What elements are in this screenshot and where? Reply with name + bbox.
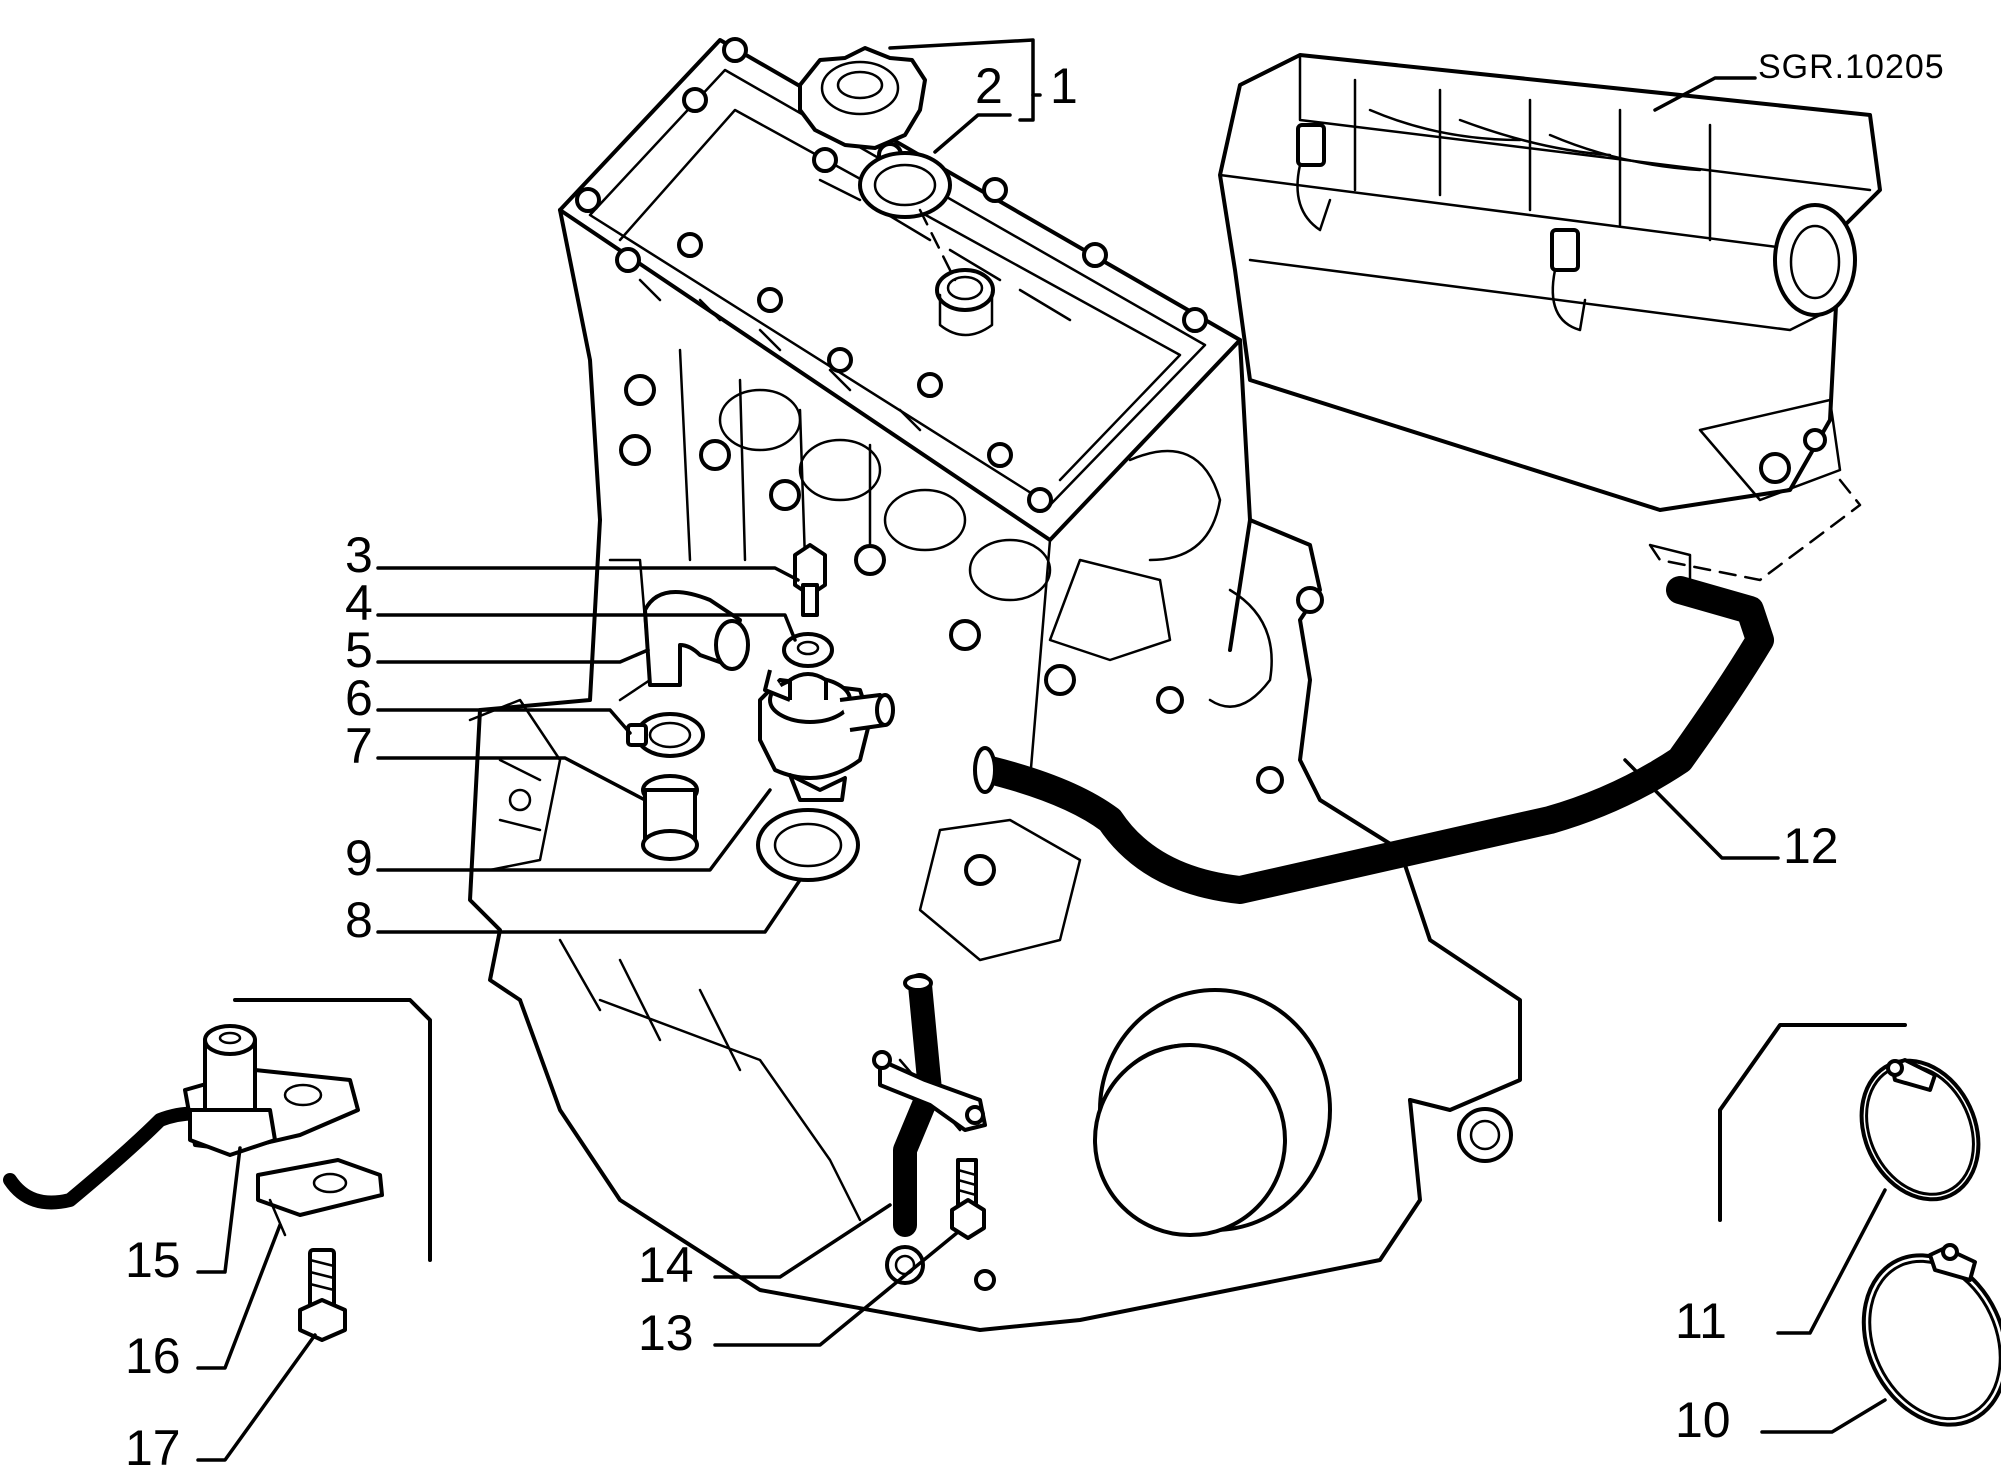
sensor-screw (298, 1248, 347, 1342)
breather-washer (782, 632, 834, 668)
breather-elbow-hose (643, 590, 750, 687)
leader-lines (196, 38, 1887, 1462)
callout-7: 7 (345, 718, 373, 774)
breather-hose (973, 576, 1774, 904)
callout-15: 15 (125, 1232, 181, 1288)
sensor-group-bracket (233, 998, 432, 1262)
callout-6: 6 (345, 670, 373, 726)
dipstick-tube (872, 973, 987, 1237)
callout-4: 4 (345, 575, 373, 631)
sensor-lead (3, 1106, 222, 1210)
clamp-group-bracket (1718, 1023, 1907, 1222)
callout-12: 12 (1783, 818, 1839, 874)
bracket-bolt (950, 1158, 986, 1240)
drawing-reference: SGR.10205 (1758, 48, 1945, 86)
engine-block (468, 37, 1522, 1332)
breather-valve-body (758, 669, 895, 802)
air-filter-housing (1218, 53, 1882, 587)
callout-16: 16 (125, 1328, 181, 1384)
filler-cap-seal (858, 151, 952, 219)
callout-9: 9 (345, 830, 373, 886)
oil-filter (1093, 988, 1332, 1237)
breather-bolt (793, 543, 827, 617)
head-bolts (575, 37, 1208, 513)
hose-clamp-small (626, 712, 705, 758)
hose-clamp-10 (1861, 1243, 2001, 1427)
hose-clamp-11 (1859, 1058, 1981, 1202)
oil-filler-cap (798, 46, 927, 150)
callout-3: 3 (345, 527, 373, 583)
callout-2: 2 (975, 58, 1003, 114)
breather-gasket (756, 808, 860, 882)
sensor-plate (256, 1158, 384, 1237)
breather-union (641, 774, 699, 861)
callout-8: 8 (345, 892, 373, 948)
callout-5: 5 (345, 622, 373, 678)
callout-11: 11 (1675, 1293, 1727, 1349)
callout-13: 13 (638, 1305, 694, 1361)
callout-10: 10 (1675, 1392, 1731, 1448)
sensor-body (188, 1024, 277, 1157)
callout-1: 1 (1050, 58, 1078, 114)
callout-17: 17 (125, 1420, 181, 1469)
callout-14: 14 (638, 1237, 694, 1293)
